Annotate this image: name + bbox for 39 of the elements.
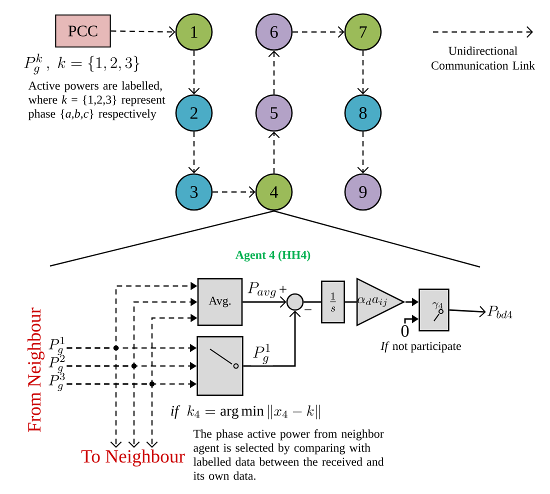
arrow <box>357 50 369 94</box>
arrow <box>268 50 280 94</box>
sign-label: − <box>304 309 312 310</box>
selection-formula: $\mathit{if}\;\; k_4=\arg\min\left\|x_4-k\right\|$ <box>171 404 320 420</box>
arrow <box>268 132 280 174</box>
arrow <box>110 26 176 38</box>
arrow <box>66 365 140 448</box>
arrow <box>188 50 200 94</box>
note-text: Active powers are labelled, where k = {1,2,3} represent phase {a,b,c} respectively <box>28 81 166 120</box>
source-label: From Neighbour <box>28 308 44 432</box>
arrow <box>357 132 369 174</box>
arrow <box>243 310 301 367</box>
note-text: If not participate <box>380 342 461 352</box>
arrow <box>66 383 158 448</box>
arrow <box>212 186 256 198</box>
arrow <box>449 306 486 318</box>
arrow <box>242 296 286 308</box>
signal-label: $P_g^3$ <box>48 372 65 392</box>
formula: $P_g^k\,,\; k=\left\{1,2,3\right\}$ <box>24 54 140 74</box>
arrow <box>66 347 122 448</box>
signal-label: $P_g^1$ <box>48 336 64 356</box>
legend-text: Unidirectional Communication Link <box>432 46 535 70</box>
switch-block: $\gamma_4$ <box>418 288 450 332</box>
arrow <box>188 132 200 174</box>
sign-label: + <box>280 286 286 293</box>
integrator-block: $\frac{1}{s}$ <box>321 280 345 324</box>
edge-label: $P_g^1$ <box>251 342 273 366</box>
target-label: To Neighbour <box>81 450 185 466</box>
signal-label: 0 <box>401 325 409 337</box>
average-block: Avg. <box>197 278 243 326</box>
edge-label: $P_{avg}$ <box>246 280 278 300</box>
arrow <box>292 26 344 38</box>
selector-block <box>196 336 244 396</box>
block-title: Agent 4 (HH4) <box>235 250 310 262</box>
summing-junction <box>286 293 304 311</box>
source-box: PCC <box>55 14 111 48</box>
signal-label: $P_{bd4}$ <box>487 306 512 318</box>
signal-label: $P_g^2$ <box>48 354 65 374</box>
note-text: The phase active power from neighbor agent is selected by comparing with labelled data between the received and its own data. <box>193 429 384 480</box>
